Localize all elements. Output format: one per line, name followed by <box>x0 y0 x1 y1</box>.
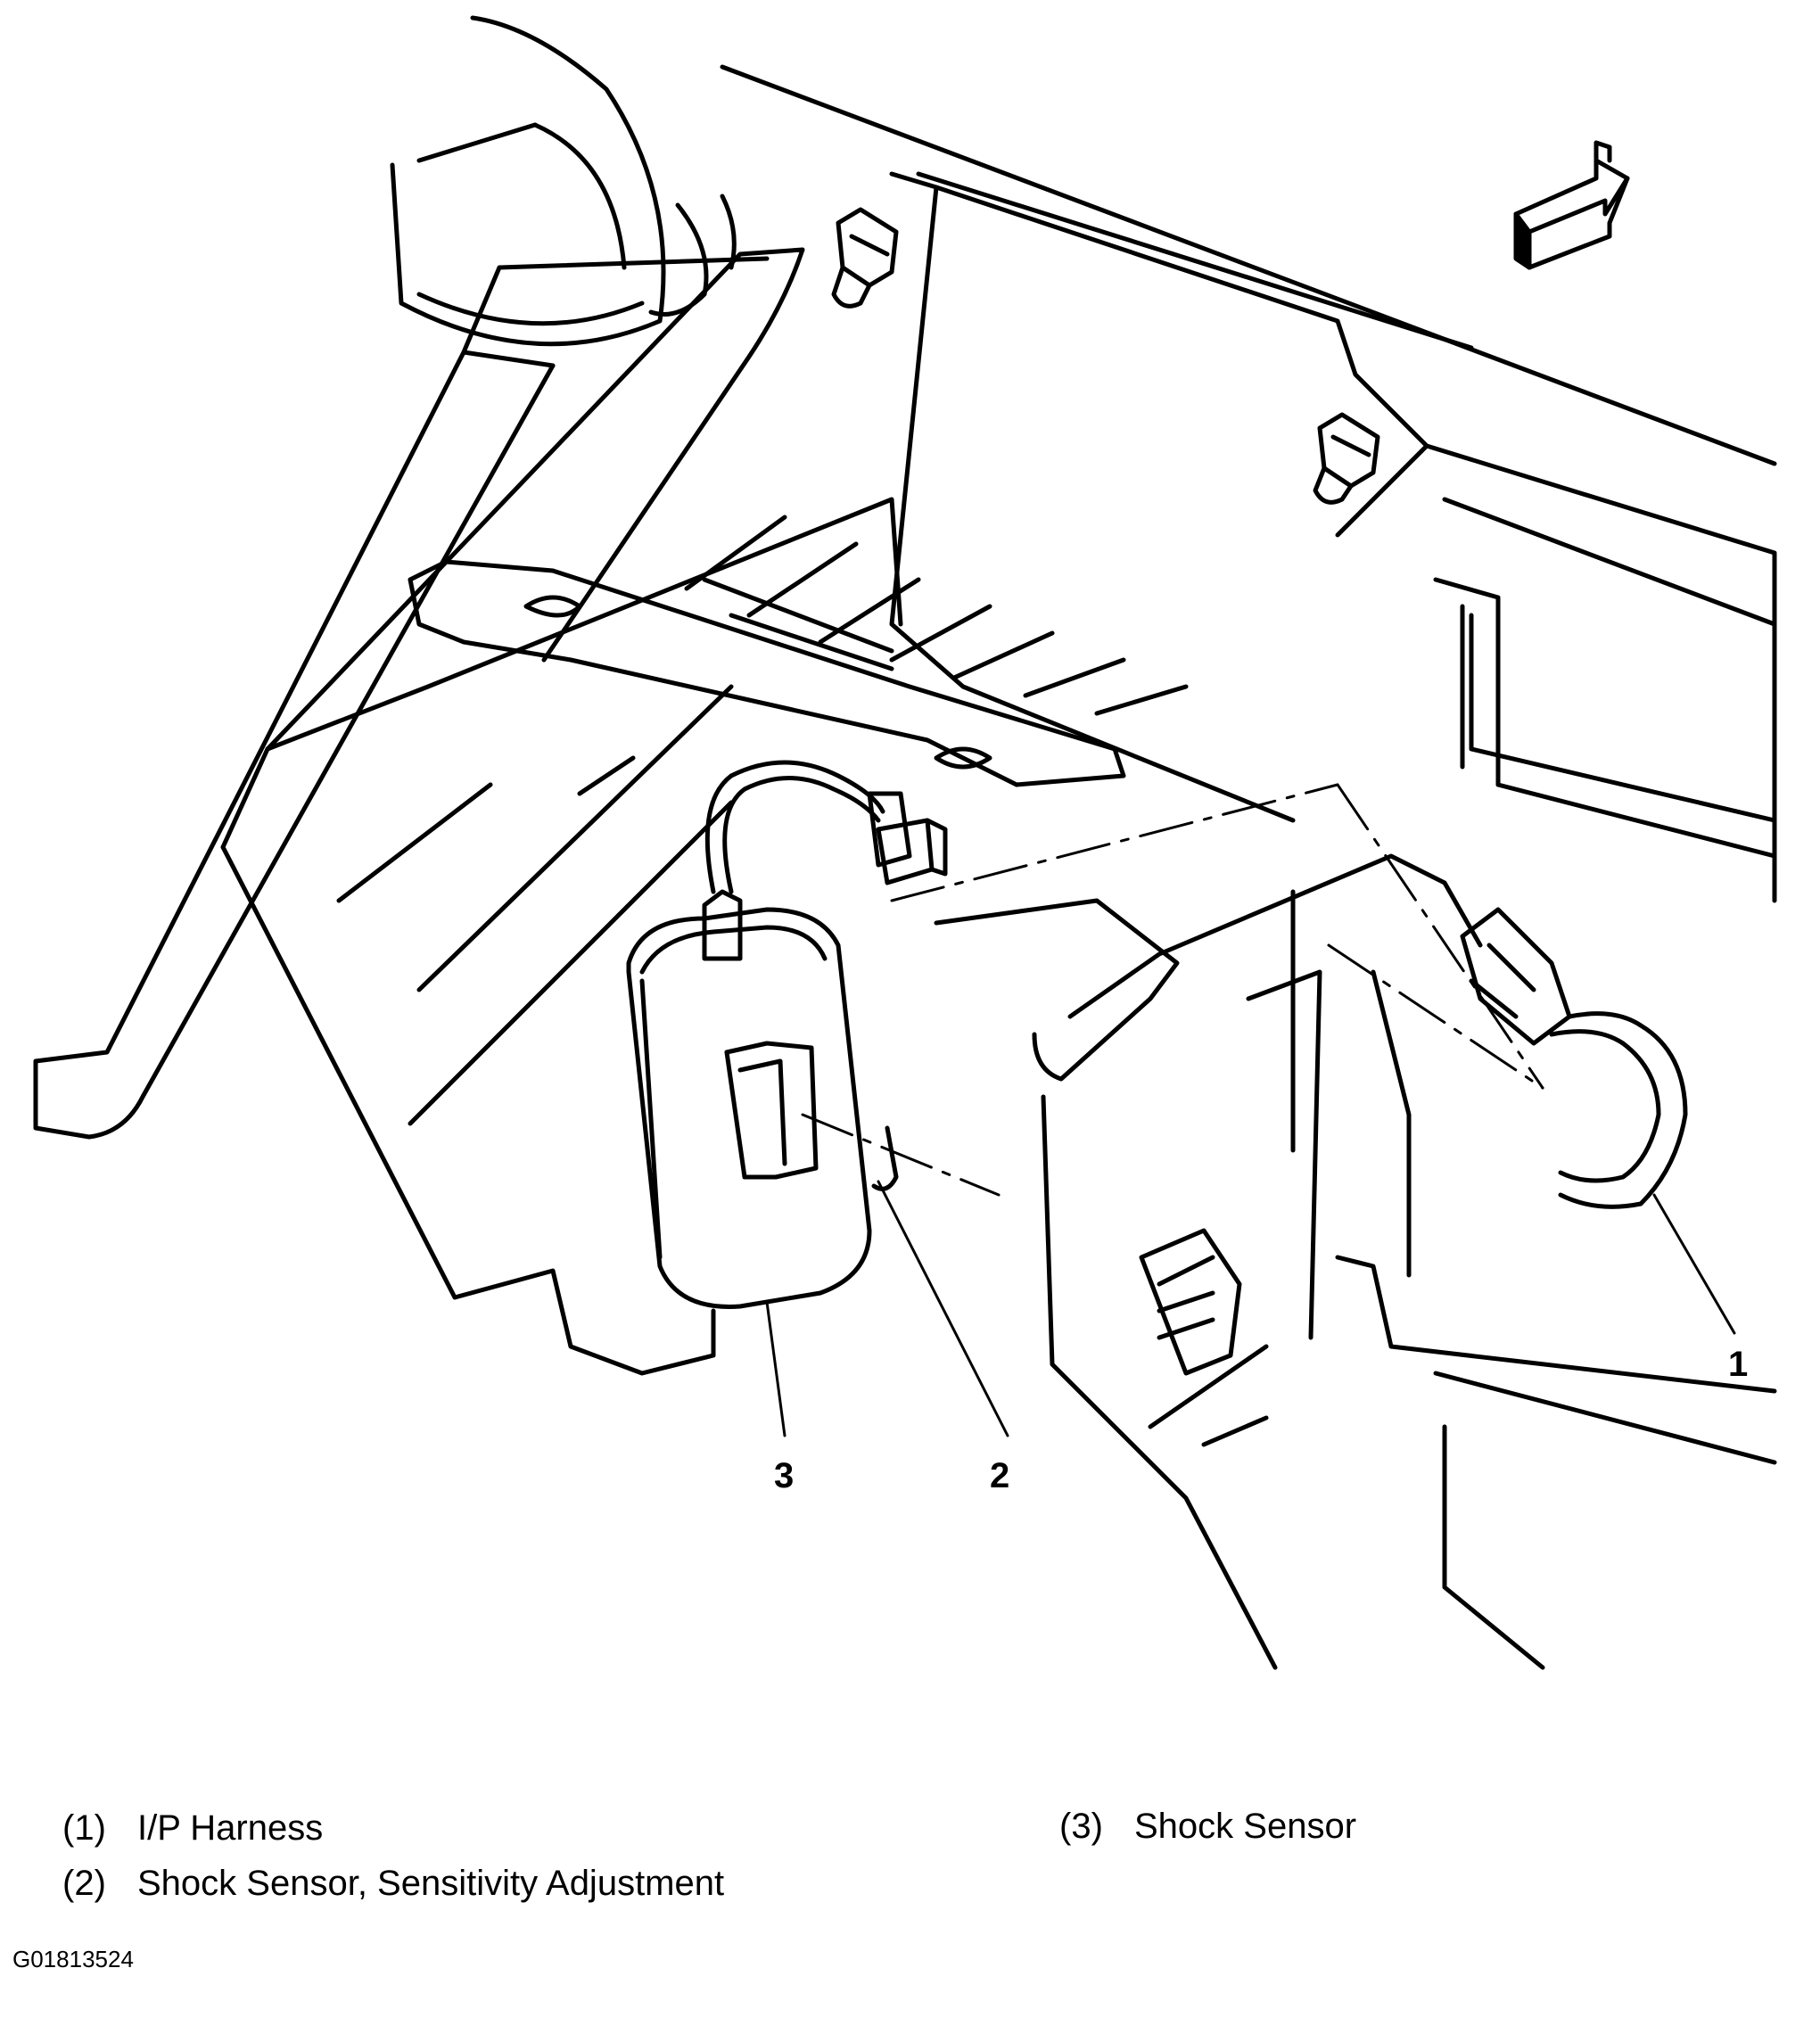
legend-item-2: (2) Shock Sensor, Sensitivity Adjustment <box>62 1865 724 1901</box>
upper-dash-panel <box>889 171 1777 903</box>
legend-text: I/P Harness <box>137 1808 324 1848</box>
callout-3: 3 <box>774 1456 795 1495</box>
left-side-panel <box>33 256 770 1140</box>
sensitivity-adjustment[interactable] <box>724 1041 899 1191</box>
shock-sensor-module[interactable] <box>626 889 872 1309</box>
projection-lines <box>801 783 1544 1197</box>
support-bracket <box>408 559 1126 787</box>
steering-column-shroud <box>390 15 737 347</box>
legend-text: Shock Sensor <box>1134 1807 1357 1846</box>
lower-duct <box>1139 1228 1269 1447</box>
ip-harness-clip[interactable] <box>1460 907 1572 1046</box>
legend-number: (3) <box>1059 1807 1103 1846</box>
mounting-stud-right <box>1313 412 1380 505</box>
figure-id: G01813524 <box>12 1946 134 1972</box>
legend-text: Shock Sensor, Sensitivity Adjustment <box>137 1864 725 1903</box>
legend-item-1: (1) I/P Harness <box>62 1810 323 1846</box>
sensor-wire <box>704 760 885 894</box>
ip-harness-wire[interactable] <box>1549 1011 1688 1209</box>
callout-1: 1 <box>1728 1345 1749 1384</box>
vent-fins <box>684 515 1189 716</box>
leader-lines <box>765 1180 1736 1437</box>
cowl-lines <box>720 64 1777 466</box>
dashboard-line-drawing <box>33 15 1777 1670</box>
callout-2: 2 <box>990 1456 1010 1495</box>
legend-item-3: (3) Shock Sensor <box>1059 1808 1356 1844</box>
legend-number: (2) <box>62 1864 106 1903</box>
right-side-brace <box>934 853 1777 1670</box>
legend-number: (1) <box>62 1808 106 1848</box>
front-direction-arrow-icon <box>1513 140 1630 270</box>
harness-connector <box>867 791 948 885</box>
mounting-stud-left <box>831 207 899 309</box>
knee-bolster-panel <box>220 247 903 1376</box>
